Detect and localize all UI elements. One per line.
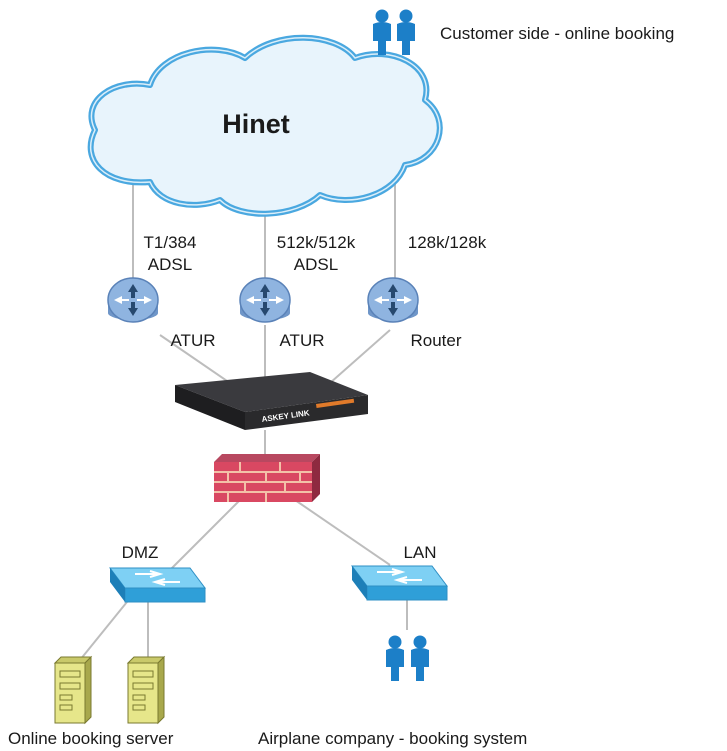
link-3-speed: 128k/128k bbox=[408, 233, 487, 252]
dmz-switch-icon bbox=[109, 567, 206, 603]
link-1-device-label: ATUR bbox=[170, 331, 215, 350]
company-people-icon bbox=[386, 635, 429, 681]
atur-1-router-icon bbox=[107, 277, 159, 323]
customer-label: Customer side - online booking bbox=[440, 24, 674, 43]
link-3-device-label: Router bbox=[410, 331, 461, 350]
lan-label: LAN bbox=[403, 543, 436, 562]
link-line-1-lower bbox=[159, 334, 231, 384]
server-2-icon bbox=[127, 656, 165, 724]
firewall-icon bbox=[214, 454, 320, 502]
link-2-speed: 512k/512k bbox=[277, 233, 356, 252]
cloud-label: Hinet bbox=[222, 109, 290, 139]
firewall-dmz-line bbox=[169, 499, 241, 571]
hinet-cloud: Hinet bbox=[87, 34, 443, 217]
dmz-server1-line bbox=[79, 591, 136, 661]
atur-2-router-icon bbox=[239, 277, 291, 323]
lan-switch-icon bbox=[351, 565, 448, 601]
firewall-lan-line bbox=[294, 499, 391, 566]
dmz-label: DMZ bbox=[122, 543, 159, 562]
router-3-router-icon bbox=[367, 277, 419, 323]
link-2-device-label: ATUR bbox=[279, 331, 324, 350]
company-caption: Airplane company - booking system bbox=[258, 729, 527, 748]
server-1-icon bbox=[54, 656, 92, 724]
server-caption: Online booking server bbox=[8, 729, 174, 748]
link-1-type: ADSL bbox=[148, 255, 192, 274]
link-1-speed: T1/384 bbox=[144, 233, 197, 252]
link-2-type: ADSL bbox=[294, 255, 338, 274]
link-line-3-lower bbox=[329, 329, 391, 384]
customer-people-icon bbox=[373, 9, 415, 55]
askey-link-appliance: ASKEY LINK bbox=[175, 372, 368, 430]
